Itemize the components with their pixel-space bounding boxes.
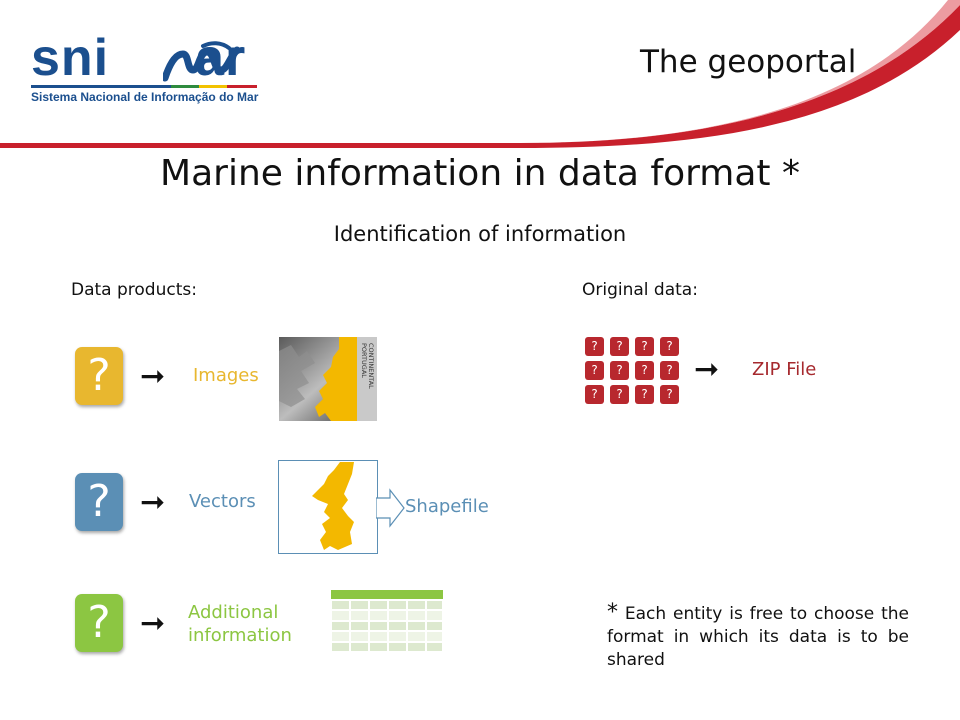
small-question-icon: ? xyxy=(585,337,604,356)
logo-subtitle: Sistema Nacional de Informação do Mar xyxy=(31,90,259,104)
table-grid-image xyxy=(331,590,443,658)
additional-info-line1: Additional xyxy=(188,602,279,623)
question-icon-images: ? xyxy=(75,347,123,405)
vector-map-image xyxy=(278,460,378,554)
raster-map-image: PORTUGAL CONTINENTAL xyxy=(279,337,377,421)
page-heading: The geoportal xyxy=(640,44,857,80)
slide-subtitle: Identification of information xyxy=(333,222,627,246)
logo-color-bar xyxy=(31,85,257,88)
small-question-icon: ? xyxy=(660,337,679,356)
arrow-icon-vectors: ➞ xyxy=(140,485,166,520)
wave-logo-icon xyxy=(163,41,241,82)
data-products-heading: Data products: xyxy=(71,280,197,300)
arrow-icon-images: ➞ xyxy=(140,359,166,394)
small-question-icon: ? xyxy=(610,385,629,404)
map-label-portugal: PORTUGAL xyxy=(360,343,368,378)
shapefile-label: Shapefile xyxy=(405,496,489,517)
footnote: * Each entity is free to choose the form… xyxy=(607,601,909,672)
additional-info-label: Additional information xyxy=(188,601,292,647)
footnote-star: * xyxy=(607,600,618,625)
small-question-icon: ? xyxy=(660,385,679,404)
arrow-icon-additional: ➞ xyxy=(140,606,166,641)
arrow-to-shapefile-icon xyxy=(376,488,405,528)
zip-file-label: ZIP File xyxy=(752,359,817,380)
original-data-heading: Original data: xyxy=(582,280,698,300)
question-icon-additional: ? xyxy=(75,594,123,652)
vectors-label: Vectors xyxy=(189,491,256,512)
small-question-icon: ? xyxy=(610,337,629,356)
small-question-icon: ? xyxy=(635,361,654,380)
small-question-icon: ? xyxy=(635,337,654,356)
header-curve-decoration xyxy=(0,0,960,148)
question-icon-vectors: ? xyxy=(75,473,123,531)
small-question-icon: ? xyxy=(635,385,654,404)
map-label-continental: CONTINENTAL xyxy=(367,343,375,389)
small-question-icon: ? xyxy=(660,361,679,380)
images-label: Images xyxy=(193,365,259,386)
additional-info-line2: information xyxy=(188,625,292,646)
small-question-icon: ? xyxy=(610,361,629,380)
arrow-icon-zip: ➞ xyxy=(694,352,720,387)
footnote-text: Each entity is free to choose the format… xyxy=(607,604,909,670)
small-question-icon: ? xyxy=(585,361,604,380)
slide-title: Marine information in data format * xyxy=(160,153,800,194)
small-question-icon: ? xyxy=(585,385,604,404)
